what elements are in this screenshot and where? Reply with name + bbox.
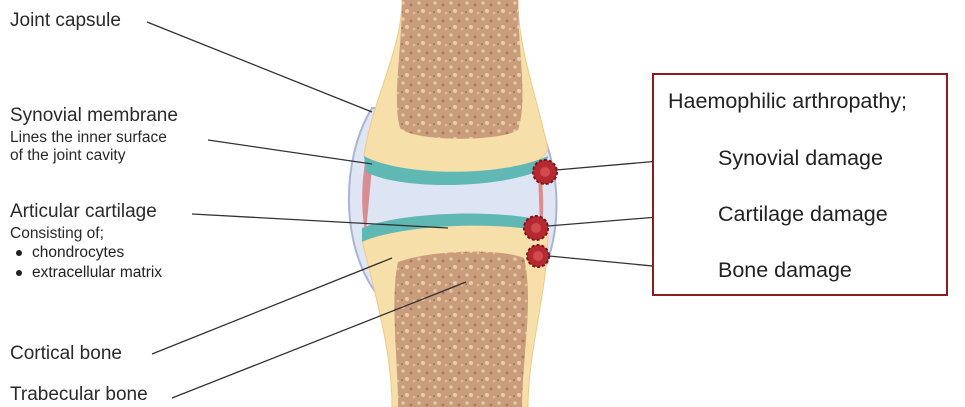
damage-marker-bone [527,245,549,267]
label-trabecular-bone: Trabecular bone [10,384,148,406]
articular-cartilage-list: chondrocytes extracellular matrix [10,243,162,283]
label-cortical-bone: Cortical bone [10,343,122,365]
box-item-cartilage-damage: Cartilage damage [718,202,888,227]
leader-synovial-membrane [208,140,372,164]
label-synovial-membrane: Synovial membrane [10,105,178,127]
damage-marker-synovial [533,160,557,184]
box-item-bone-damage: Bone damage [718,258,852,283]
label-synovial-membrane-desc-2: of the joint cavity [10,147,178,165]
label-synovial-membrane-desc-1: Lines the inner surface [10,129,178,147]
lower-trabecular-bone [394,252,528,407]
leader-joint-capsule [147,22,372,112]
leader-cortical-bone [152,258,392,354]
box-title: Haemophilic arthropathy; [668,89,907,114]
box-item-synovial-damage: Synovial damage [718,146,883,171]
haemophilic-arthropathy-box: Haemophilic arthropathy; Synovial damage… [652,73,948,296]
label-articular-cartilage: Articular cartilage [10,201,162,223]
label-articular-cartilage-group: Articular cartilage Consisting of; chond… [10,201,162,283]
label-joint-capsule: Joint capsule [10,10,121,32]
list-item: chondrocytes [32,243,162,263]
label-articular-cartilage-desc: Consisting of; [10,225,162,243]
label-synovial-membrane-group: Synovial membrane Lines the inner surfac… [10,105,178,164]
damage-marker-cartilage [524,216,548,240]
upper-trabecular-bone [397,0,523,139]
list-item: extracellular matrix [32,263,162,283]
